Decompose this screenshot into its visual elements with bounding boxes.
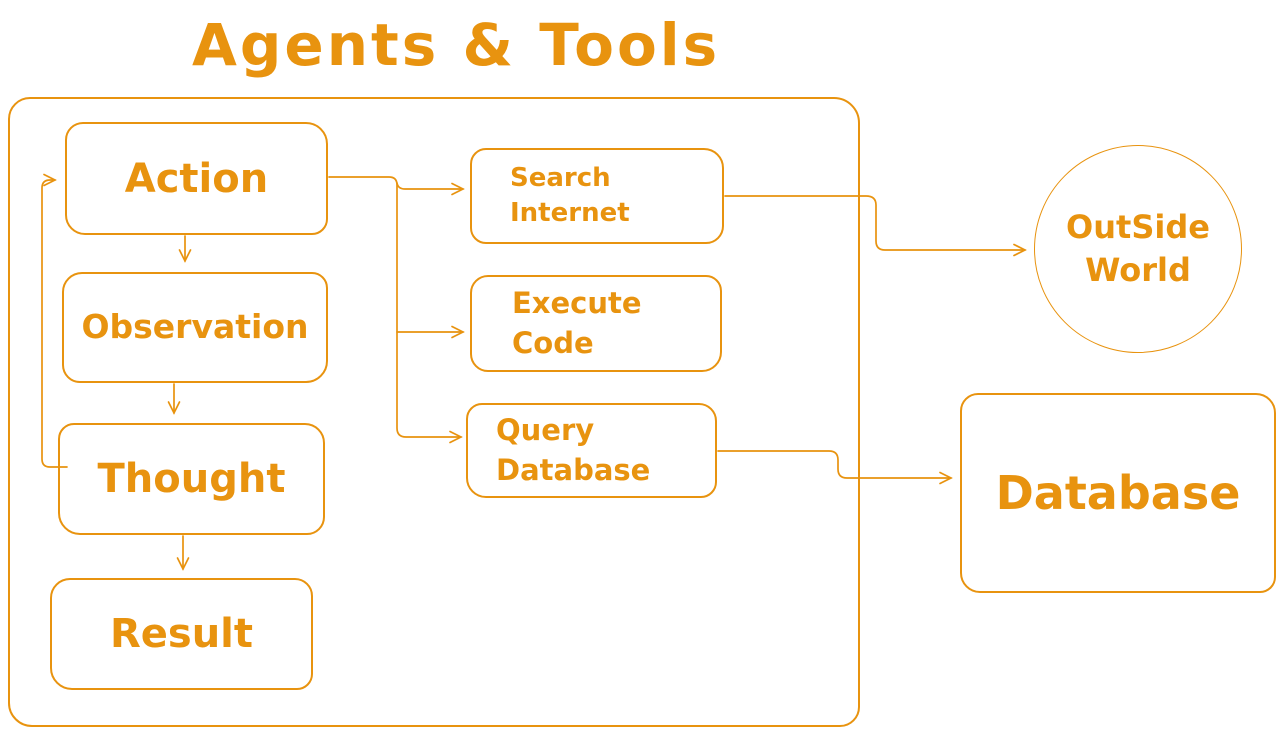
- node-execute-code-line1: Execute: [512, 286, 642, 321]
- node-query-database-line1: Query: [496, 413, 595, 448]
- agent-loop-container: [8, 97, 860, 727]
- node-observation-label: Observation: [81, 307, 309, 347]
- edge-search-internet-outside-world: [724, 195, 1027, 257]
- node-result: Result: [50, 578, 313, 690]
- node-thought: Thought: [58, 423, 325, 535]
- node-search-internet: Search Internet: [470, 148, 724, 244]
- edge-action-query-database-trunk: [328, 176, 463, 444]
- node-query-database-line2: Database: [496, 452, 651, 487]
- node-search-internet-line2: Internet: [510, 198, 630, 228]
- node-thought-label: Thought: [97, 456, 286, 502]
- node-database: Database: [960, 393, 1276, 593]
- node-outside-world-line2: World: [1085, 251, 1191, 289]
- node-search-internet-line1: Search: [510, 162, 611, 193]
- node-database-label: Database: [995, 465, 1241, 520]
- node-action-label: Action: [124, 155, 269, 202]
- edge-thought-action-loop: [41, 173, 68, 468]
- node-query-database: Query Database: [466, 403, 717, 498]
- node-result-label: Result: [109, 611, 254, 657]
- node-execute-code: Execute Code: [470, 275, 722, 372]
- node-outside-world-line1: OutSide: [1066, 207, 1210, 246]
- node-observation: Observation: [62, 272, 328, 383]
- node-execute-code-line2: Code: [512, 325, 594, 360]
- node-outside-world: OutSide World: [1034, 145, 1242, 353]
- diagram-title: Agents & Tools: [192, 11, 721, 79]
- edge-action-search-internet: [396, 182, 465, 196]
- node-action: Action: [65, 122, 328, 235]
- edge-query-database-database: [717, 450, 953, 485]
